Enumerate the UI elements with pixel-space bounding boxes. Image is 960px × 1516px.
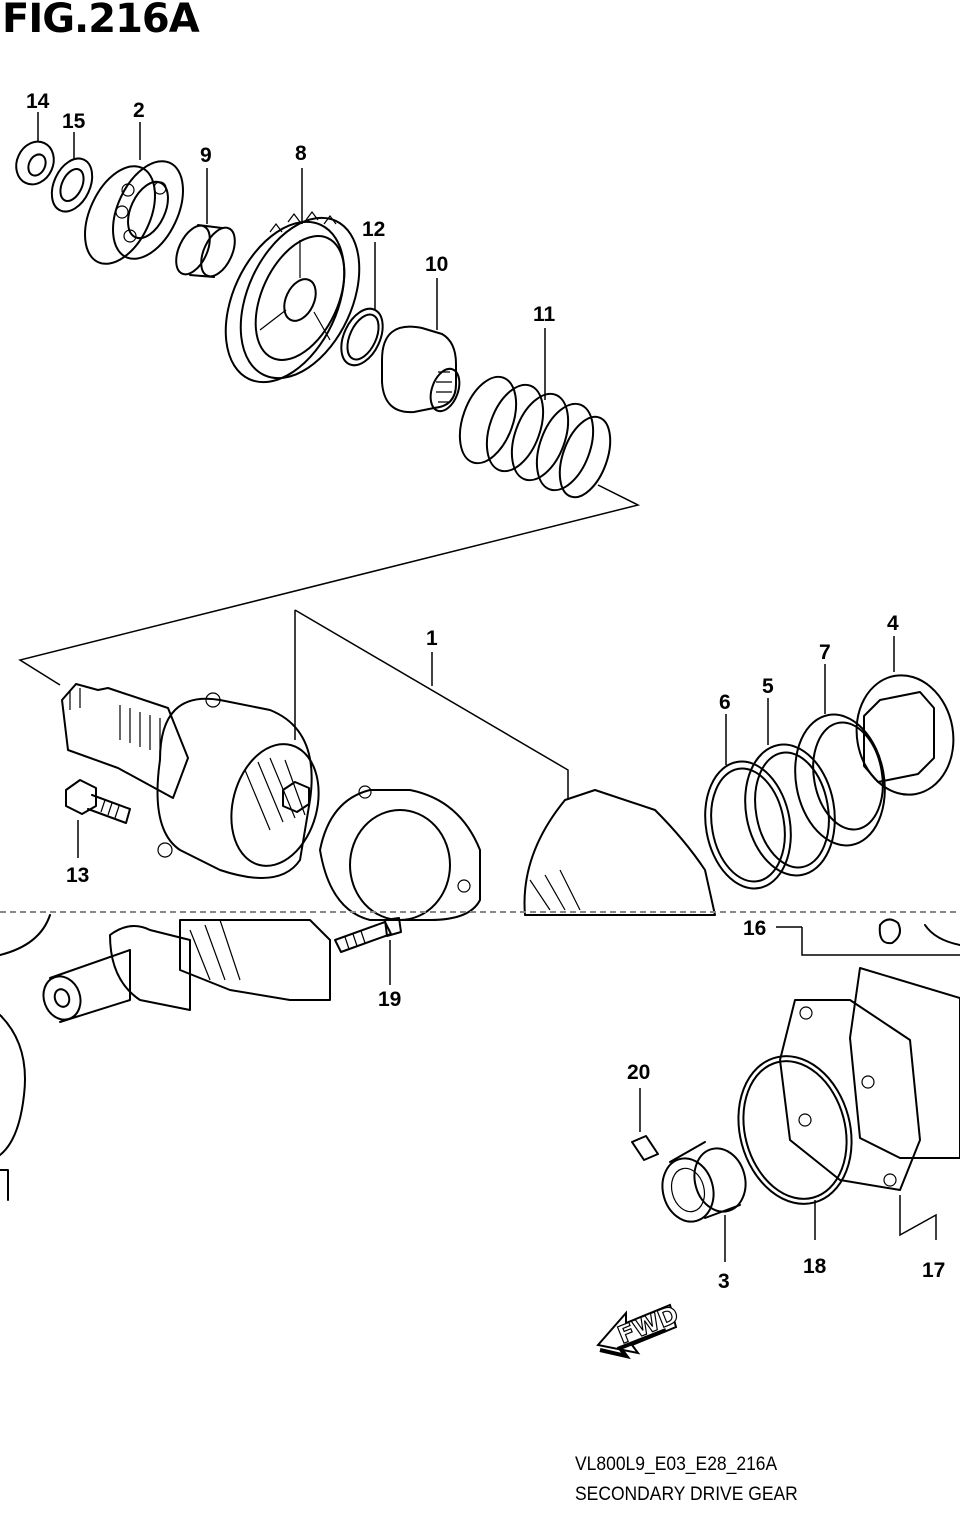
part-19-stud-bolt[interactable] — [334, 917, 402, 953]
callout-15[interactable]: 15 — [62, 110, 86, 133]
part-20-dowel-pin[interactable] — [631, 1135, 659, 1161]
part-4-lock-nut[interactable] — [847, 668, 960, 803]
model-code: VL800L9_E03_E28_216A — [575, 1454, 778, 1475]
part-7-bearing[interactable] — [785, 707, 895, 852]
part-2-bearing[interactable] — [71, 150, 197, 275]
callout-17[interactable]: 17 — [922, 1259, 945, 1282]
callout-11[interactable]: 11 — [533, 303, 556, 326]
forward-direction-arrow: FWD — [596, 1299, 683, 1360]
callout-7[interactable]: 7 — [819, 641, 831, 664]
part-1-bevel-gear-assembly[interactable] — [61, 683, 332, 879]
callout-16[interactable]: 16 — [743, 917, 766, 940]
part-1-gasket[interactable] — [319, 785, 481, 921]
part-17-cover[interactable] — [779, 967, 960, 1191]
figure-description: SECONDARY DRIVE GEAR — [575, 1484, 798, 1505]
callout-5[interactable]: 5 — [762, 675, 774, 698]
callout-1[interactable]: 1 — [426, 627, 438, 650]
callout-2[interactable]: 2 — [133, 99, 145, 122]
part-13-bolt[interactable] — [65, 779, 131, 824]
part-6-o-ring[interactable] — [696, 755, 801, 896]
callout-6[interactable]: 6 — [719, 691, 731, 714]
callout-4[interactable]: 4 — [887, 612, 899, 635]
part-8-gear[interactable] — [202, 199, 383, 401]
part-15-washer[interactable] — [44, 152, 100, 218]
callout-18[interactable]: 18 — [803, 1255, 827, 1278]
fwd-label: FWD — [614, 1300, 683, 1349]
part-5-shim[interactable] — [735, 737, 845, 882]
callout-20[interactable]: 20 — [627, 1061, 650, 1084]
part-1-housing[interactable] — [523, 789, 716, 916]
part-14-nut[interactable] — [9, 135, 60, 190]
part-11-spring[interactable] — [449, 369, 620, 504]
callout-3[interactable]: 3 — [718, 1270, 730, 1293]
callout-14[interactable]: 14 — [26, 90, 50, 113]
figure-title: FIG.216A — [2, 0, 200, 42]
part-9-bushing[interactable] — [169, 221, 241, 282]
pinion-shaft[interactable] — [38, 919, 331, 1025]
part-10-cam[interactable] — [381, 325, 465, 415]
callout-10[interactable]: 10 — [425, 253, 448, 276]
callout-13[interactable]: 13 — [66, 864, 89, 887]
callout-8[interactable]: 8 — [295, 142, 307, 165]
callout-12[interactable]: 12 — [362, 218, 385, 241]
callout-9[interactable]: 9 — [200, 144, 212, 167]
callout-19[interactable]: 19 — [378, 988, 401, 1011]
part-3-needle-bearing[interactable] — [656, 1141, 753, 1227]
